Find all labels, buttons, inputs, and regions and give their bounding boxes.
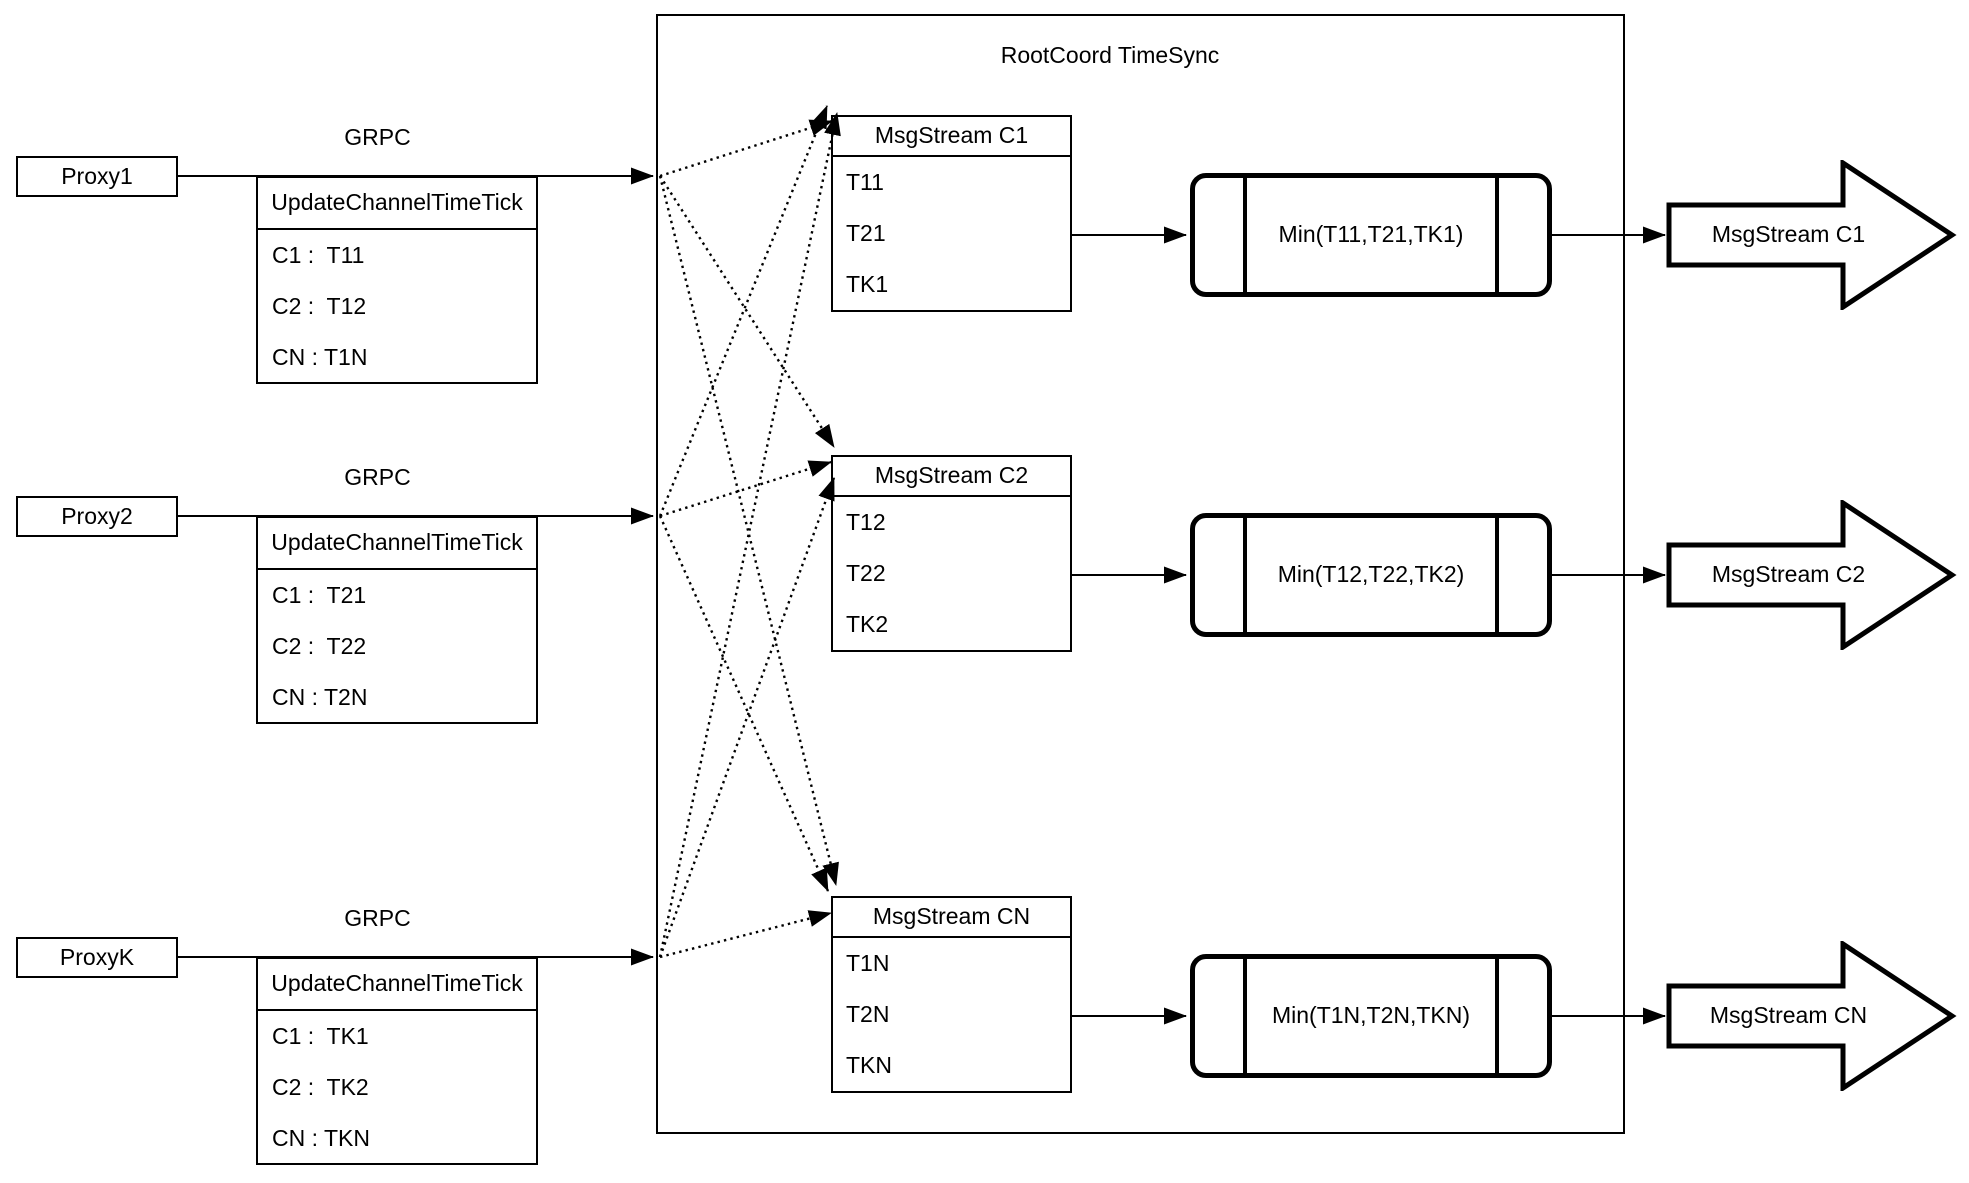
table-row: C1 : TK1 bbox=[272, 1022, 369, 1049]
msgstream-table-1: MsgStream C1 T11 T21 TK1 bbox=[831, 115, 1072, 312]
block-arrow-icon bbox=[1666, 158, 1957, 312]
table-row: T2N bbox=[846, 1000, 890, 1027]
msgstream-table-2: MsgStream C2 T12 T22 TK2 bbox=[831, 455, 1072, 652]
table-row: C1 : T21 bbox=[272, 581, 367, 608]
process-bar-icon bbox=[1495, 518, 1499, 632]
out-arrow-label-2: MsgStream C2 bbox=[1711, 561, 1866, 588]
table-row: TK2 bbox=[846, 610, 889, 637]
msgstream-table-header-1: MsgStream C1 bbox=[833, 117, 1070, 157]
table-row: T21 bbox=[846, 219, 886, 246]
table-row: T12 bbox=[846, 508, 886, 535]
proxy2-label: Proxy2 bbox=[61, 502, 133, 529]
out-arrow-label-3: MsgStream CN bbox=[1709, 1002, 1868, 1029]
table-row: CN : TKN bbox=[272, 1124, 370, 1151]
process-bar-icon bbox=[1495, 959, 1499, 1073]
table-row: CN : T1N bbox=[272, 343, 368, 370]
min-label-1: Min(T11,T21,TK1) bbox=[1278, 221, 1464, 248]
table-row: C2 : TK2 bbox=[272, 1073, 369, 1100]
table-row: T1N bbox=[846, 949, 890, 976]
table-row: C2 : T12 bbox=[272, 292, 367, 319]
table-row: CN : T2N bbox=[272, 683, 368, 710]
grpc-label-3: GRPC bbox=[344, 905, 411, 931]
rootcoord-title: RootCoord TimeSync bbox=[1000, 42, 1220, 68]
update-table-header-1: UpdateChannelTimeTick bbox=[258, 178, 536, 230]
proxyk-label: ProxyK bbox=[59, 943, 135, 970]
block-arrow-icon bbox=[1666, 498, 1957, 652]
out-arrow-label-1: MsgStream C1 bbox=[1711, 221, 1866, 248]
grpc-label-2: GRPC bbox=[344, 464, 411, 490]
table-row: T11 bbox=[846, 168, 884, 195]
min-process-box-1: Min(T11,T21,TK1) bbox=[1190, 173, 1552, 297]
msgstream-table-header-2: MsgStream C2 bbox=[833, 457, 1070, 497]
table-row: T22 bbox=[846, 559, 886, 586]
update-table-header-3: UpdateChannelTimeTick bbox=[258, 959, 536, 1011]
proxy1-label: Proxy1 bbox=[61, 162, 133, 189]
process-bar-icon bbox=[1495, 178, 1499, 292]
msgstream-out-arrow-3: MsgStream CN bbox=[1666, 939, 1958, 1093]
msgstream-out-arrow-1: MsgStream C1 bbox=[1666, 158, 1958, 312]
update-timetick-table-1: UpdateChannelTimeTick C1 : T11 C2 : T12 … bbox=[256, 176, 538, 384]
process-bar-icon bbox=[1243, 178, 1247, 292]
update-table-header-2: UpdateChannelTimeTick bbox=[258, 518, 536, 570]
grpc-label-1: GRPC bbox=[344, 124, 411, 150]
min-label-3: Min(T1N,T2N,TKN) bbox=[1271, 1002, 1471, 1029]
msgstream-table-header-3: MsgStream CN bbox=[833, 898, 1070, 938]
proxyk-box: ProxyK bbox=[16, 937, 178, 978]
table-row: C1 : T11 bbox=[272, 241, 365, 268]
proxy2-box: Proxy2 bbox=[16, 496, 178, 537]
proxy1-box: Proxy1 bbox=[16, 156, 178, 197]
table-row: C2 : T22 bbox=[272, 632, 367, 659]
process-bar-icon bbox=[1243, 518, 1247, 632]
table-row: TKN bbox=[846, 1051, 892, 1078]
msgstream-table-3: MsgStream CN T1N T2N TKN bbox=[831, 896, 1072, 1093]
process-bar-icon bbox=[1243, 959, 1247, 1073]
msgstream-out-arrow-2: MsgStream C2 bbox=[1666, 498, 1958, 652]
block-arrow-icon bbox=[1666, 939, 1957, 1093]
min-process-box-2: Min(T12,T22,TK2) bbox=[1190, 513, 1552, 637]
update-timetick-table-3: UpdateChannelTimeTick C1 : TK1 C2 : TK2 … bbox=[256, 957, 538, 1165]
update-timetick-table-2: UpdateChannelTimeTick C1 : T21 C2 : T22 … bbox=[256, 516, 538, 724]
min-label-2: Min(T12,T22,TK2) bbox=[1277, 561, 1465, 588]
table-row: TK1 bbox=[846, 270, 889, 297]
min-process-box-3: Min(T1N,T2N,TKN) bbox=[1190, 954, 1552, 1078]
